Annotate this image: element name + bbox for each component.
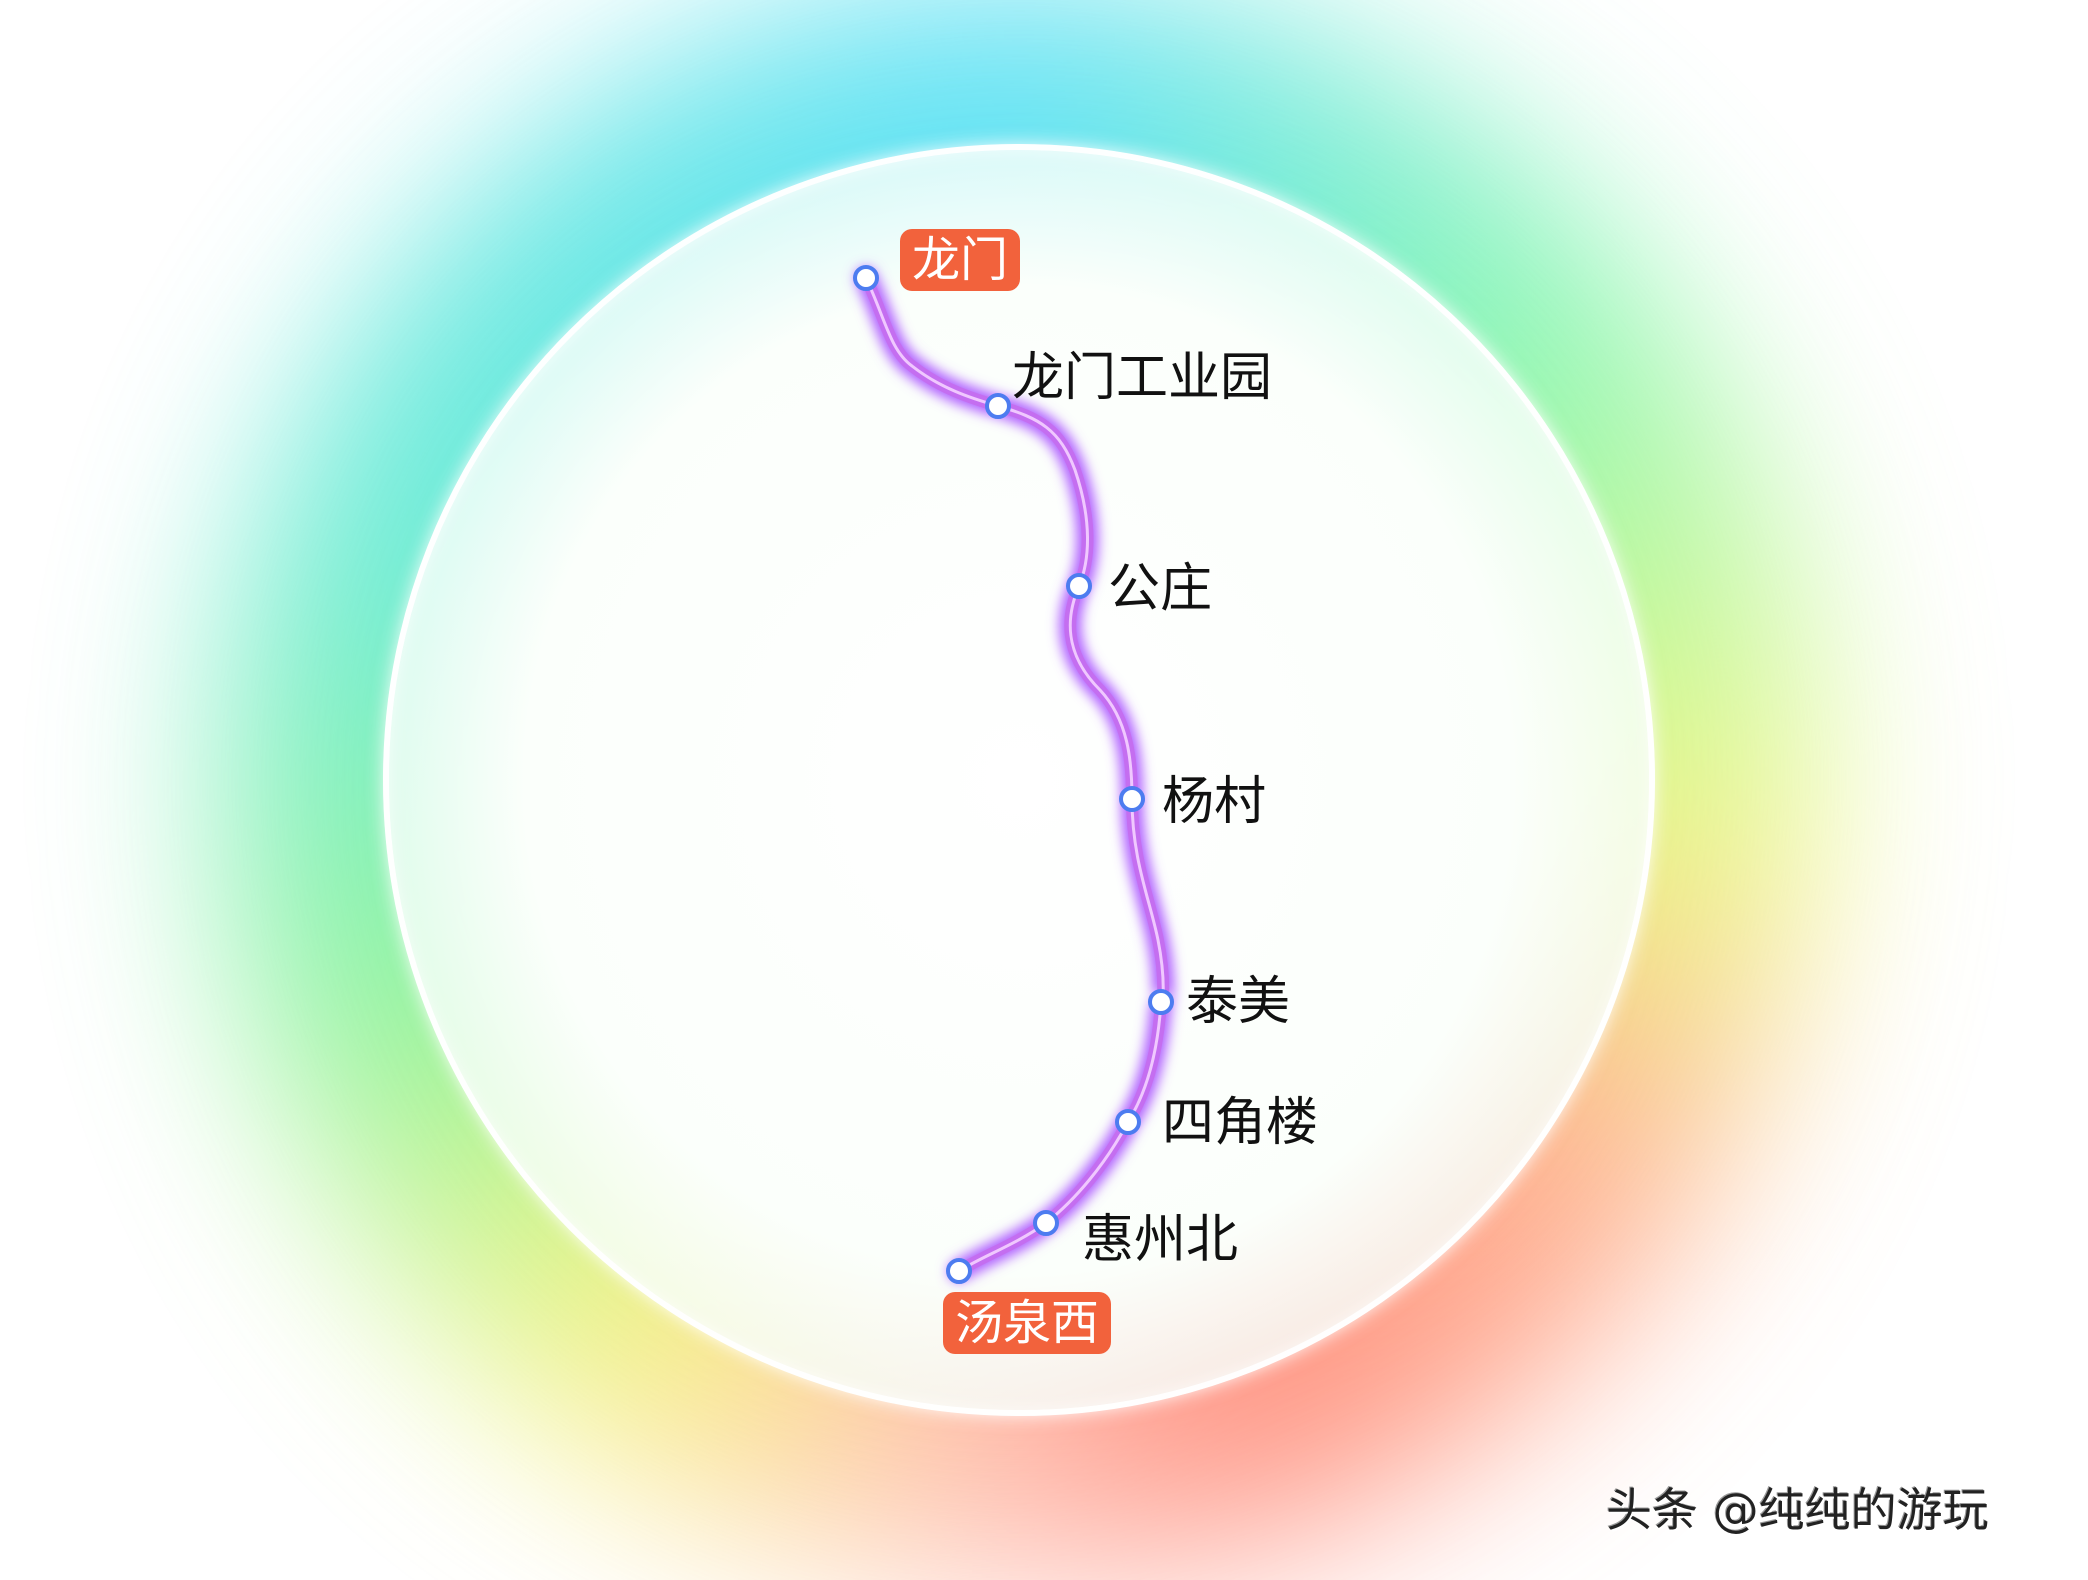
station-label[interactable]: 惠州北 (1082, 1210, 1239, 1270)
terminal-badge-start[interactable]: 龙门 (900, 229, 1021, 291)
station-node-longmen-industrial-park[interactable] (985, 393, 1011, 419)
station-node-yangcun[interactable] (1119, 786, 1145, 812)
circle-ring (383, 144, 1655, 1416)
terminal-badge-end[interactable]: 汤泉西 (943, 1292, 1112, 1354)
station-label[interactable]: 杨村 (1162, 772, 1267, 832)
station-label[interactable]: 四角楼 (1162, 1093, 1319, 1153)
station-node-gongzhuang[interactable] (1066, 573, 1092, 599)
station-label[interactable]: 泰美 (1186, 972, 1291, 1032)
station-node-sijiaolou[interactable] (1115, 1109, 1141, 1135)
station-label[interactable]: 公庄 (1108, 559, 1213, 619)
watermark: 头条 @纯纯的游玩 (1606, 1483, 1989, 1537)
station-label[interactable]: 龙门工业园 (1012, 348, 1273, 408)
station-node-taimei[interactable] (1148, 989, 1174, 1015)
station-node-tangquan-west[interactable] (946, 1258, 972, 1284)
station-node-huizhou-north[interactable] (1033, 1210, 1059, 1236)
station-node-longmen[interactable] (853, 265, 879, 291)
